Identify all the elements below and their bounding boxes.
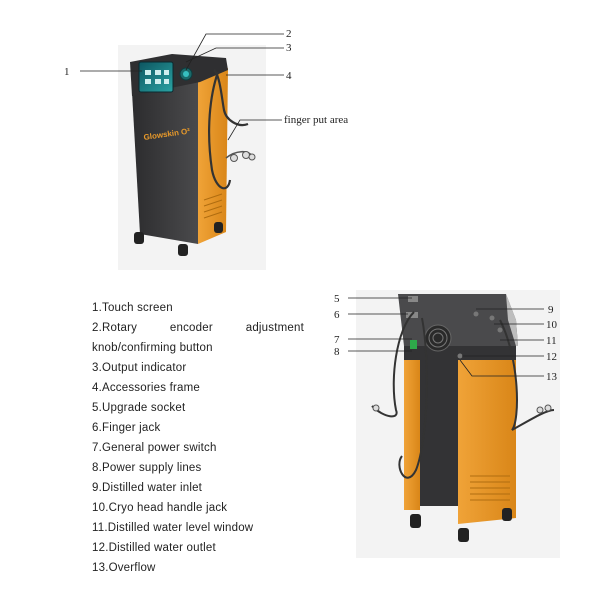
cryo-cable: [208, 71, 232, 190]
callout-3: 3: [286, 42, 292, 54]
upgrade-socket: [408, 296, 418, 302]
front-wheels: [134, 222, 223, 256]
rotary-knob-center: [183, 71, 189, 77]
callout-1: 1: [64, 66, 70, 78]
callout-8: 8: [334, 346, 340, 358]
callout-5: 5: [334, 293, 340, 305]
callout-7: 7: [334, 334, 340, 346]
finger-clips: [225, 150, 256, 162]
touch-screen: [138, 61, 174, 93]
back-callouts: 5 6 7 8 9 10 11 12 13: [334, 293, 558, 383]
legend-item-11: 11.Distilled water level window: [92, 522, 254, 534]
back-view-device: [356, 290, 560, 558]
legend-item-8: 8.Power supply lines: [92, 462, 202, 474]
accessories-hose: [213, 69, 249, 127]
callout-2: 2: [286, 28, 292, 40]
legend-item-1: 1.Touch screen: [92, 302, 173, 314]
back-finger-clips: [372, 404, 552, 414]
back-cable-left: [371, 311, 415, 418]
legend-item-10: 10.Cryo head handle jack: [92, 502, 228, 514]
back-head-side: [506, 294, 518, 346]
legend-item-13: 13.Overflow: [92, 562, 156, 574]
callout-12: 12: [546, 351, 557, 363]
back-wheels: [410, 508, 512, 542]
back-cable-main: [398, 317, 428, 479]
legend-item-7: 7.General power switch: [92, 442, 217, 454]
front-callouts: 1 2 3 4 finger put area: [64, 28, 348, 141]
front-view-device: Glowskin O²: [118, 45, 266, 270]
callout-9: 9: [548, 304, 554, 316]
back-ports: [457, 311, 503, 359]
legend-item-2: 2.Rotary encoder adjustment knob/confirm…: [92, 322, 304, 354]
callout-10: 10: [546, 319, 558, 331]
back-vents: [470, 475, 510, 501]
parts-legend: 1.Touch screen 2.Rotary encoder adjustme…: [92, 298, 304, 578]
callout-finger-put-area: finger put area: [284, 114, 348, 126]
legend-item-5: 5.Upgrade socket: [92, 402, 186, 414]
touch-screen-icons: [145, 70, 169, 84]
front-body-dark-panel: [132, 80, 198, 244]
legend-item-6: 6.Finger jack: [92, 422, 161, 434]
callout-6: 6: [334, 309, 340, 321]
callout-11: 11: [546, 335, 557, 347]
back-cable-right: [499, 319, 555, 431]
legend-item-3: 3.Output indicator: [92, 362, 187, 374]
back-orange-left-strip: [404, 360, 420, 510]
legend-item-12: 12.Distilled water outlet: [92, 542, 216, 554]
legend-item-4: 4.Accessories frame: [92, 382, 200, 394]
callout-13: 13: [546, 371, 558, 383]
back-orange-panel: [458, 360, 516, 524]
callout-4: 4: [286, 70, 292, 82]
front-side-vents: [203, 193, 223, 219]
legend-item-9: 9.Distilled water inlet: [92, 482, 203, 494]
power-switch: [410, 340, 417, 349]
